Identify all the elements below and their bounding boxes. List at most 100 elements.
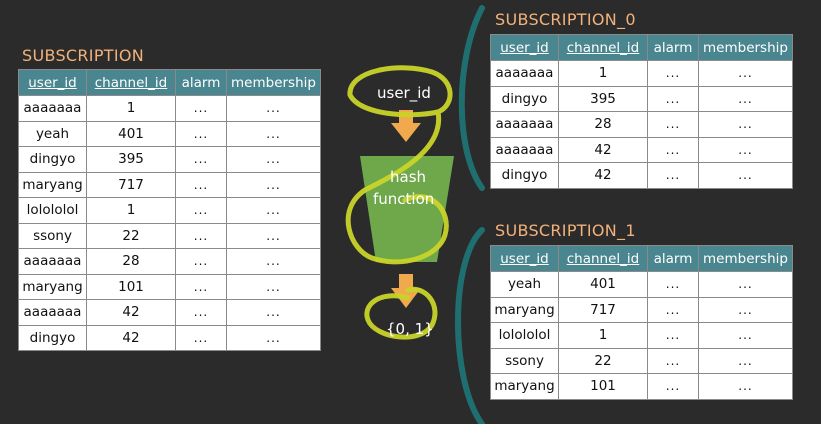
table-cell: ... xyxy=(175,120,227,147)
table-cell: 22 xyxy=(86,222,176,249)
table-cell: ... xyxy=(226,324,321,351)
subscription-0-title: SUBSCRIPTION_0 xyxy=(495,10,636,29)
table-cell: ... xyxy=(647,111,699,138)
highlight-scribble-3 xyxy=(364,286,438,340)
table-cell: aaaaaaa xyxy=(18,95,87,122)
table-cell: ... xyxy=(226,248,321,275)
column-header: membership xyxy=(698,34,793,61)
table-cell: ... xyxy=(226,222,321,249)
column-header: channel_id xyxy=(558,34,648,61)
hash-function-label-line2: function xyxy=(373,190,435,208)
table-cell: ... xyxy=(698,162,793,189)
table-cell: 42 xyxy=(558,136,648,163)
column-header: channel_id xyxy=(558,245,648,272)
column-header: alarm xyxy=(647,245,699,272)
table-cell: aaaaaaa xyxy=(18,248,87,275)
table-cell: ... xyxy=(175,248,227,275)
table-cell: maryang xyxy=(18,273,87,300)
output-set-label: {0, 1} xyxy=(386,320,434,338)
bracket-sub0 xyxy=(458,5,485,191)
column-header: user_id xyxy=(490,245,559,272)
column-header: user_id xyxy=(18,69,87,96)
table-cell: ... xyxy=(175,171,227,198)
table-cell: ... xyxy=(698,296,793,323)
table-cell: dingyo xyxy=(490,85,559,112)
column-header: membership xyxy=(226,69,321,96)
table-cell: ... xyxy=(226,299,321,326)
column-header: user_id xyxy=(490,34,559,61)
column-header: alarm xyxy=(647,34,699,61)
table-cell: 28 xyxy=(86,248,176,275)
table-cell: ... xyxy=(175,273,227,300)
table-cell: aaaaaaa xyxy=(490,111,559,138)
table-cell: 42 xyxy=(86,324,176,351)
highlight-scribble-2 xyxy=(345,109,449,265)
hash-function-label-line1: hash xyxy=(390,168,427,186)
table-cell: 717 xyxy=(558,296,648,323)
table-cell: yeah xyxy=(490,271,559,298)
table-cell: lolololol xyxy=(18,197,87,224)
table-cell: ... xyxy=(698,347,793,374)
table-cell: aaaaaaa xyxy=(18,299,87,326)
table-cell: 1 xyxy=(558,322,648,349)
table-cell: ... xyxy=(698,271,793,298)
column-header: membership xyxy=(698,245,793,272)
table-cell: 42 xyxy=(558,162,648,189)
table-cell: ... xyxy=(698,111,793,138)
table-cell: lolololol xyxy=(490,322,559,349)
table-cell: 42 xyxy=(86,299,176,326)
table-cell: maryang xyxy=(490,373,559,400)
table-cell: ... xyxy=(698,322,793,349)
column-header: channel_id xyxy=(86,69,176,96)
table-cell: ... xyxy=(226,171,321,198)
table-cell: ssony xyxy=(18,222,87,249)
table-cell: 717 xyxy=(86,171,176,198)
table-cell: ... xyxy=(647,271,699,298)
table-cell: ... xyxy=(647,322,699,349)
table-cell: ... xyxy=(698,85,793,112)
table-cell: 395 xyxy=(558,85,648,112)
table-cell: 395 xyxy=(86,146,176,173)
bracket-sub1 xyxy=(455,227,485,424)
table-cell: 101 xyxy=(86,273,176,300)
table-cell: ... xyxy=(647,136,699,163)
subscription-1-title: SUBSCRIPTION_1 xyxy=(495,221,636,240)
table-cell: ... xyxy=(175,299,227,326)
table-cell: ... xyxy=(647,162,699,189)
table-cell: ... xyxy=(175,324,227,351)
table-cell: dingyo xyxy=(18,324,87,351)
table-cell: 28 xyxy=(558,111,648,138)
table-cell: maryang xyxy=(490,296,559,323)
user-id-label: user_id xyxy=(377,84,431,102)
table-cell: ... xyxy=(175,197,227,224)
table-cell: aaaaaaa xyxy=(490,136,559,163)
table-cell: ... xyxy=(698,136,793,163)
subscription-title: SUBSCRIPTION xyxy=(22,46,145,65)
table-cell: ... xyxy=(226,273,321,300)
table-cell: 101 xyxy=(558,373,648,400)
